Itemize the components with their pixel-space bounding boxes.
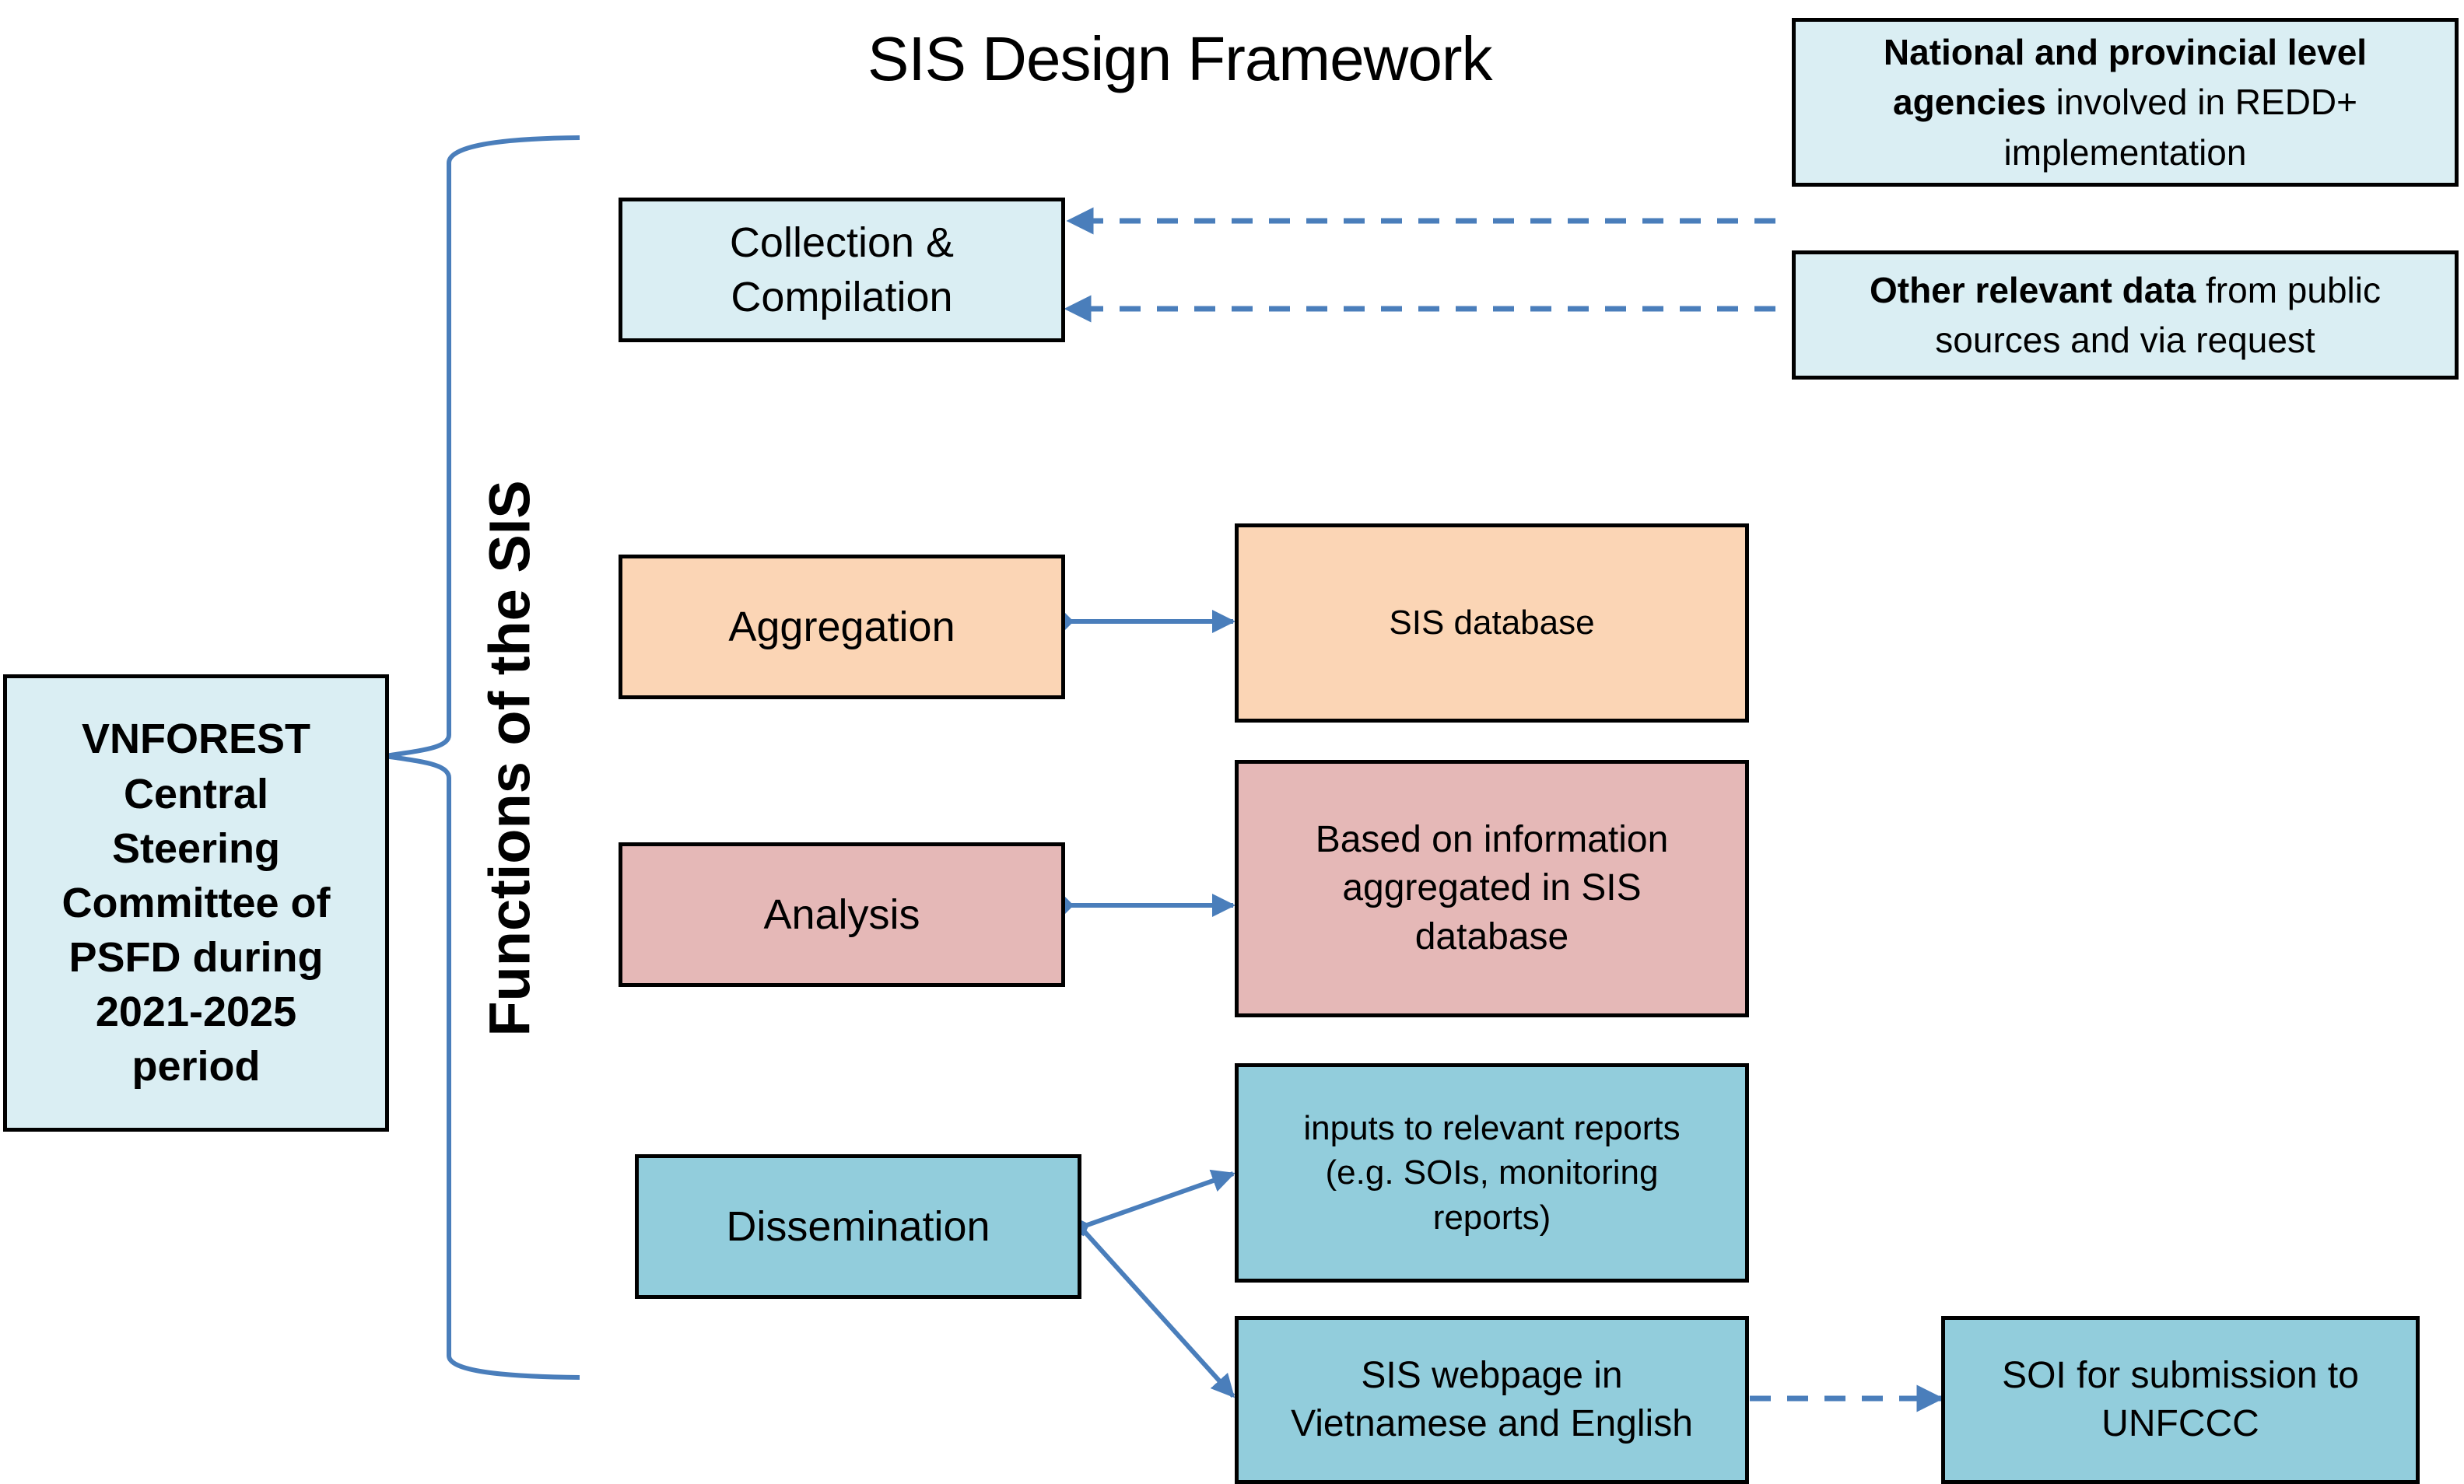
function-label: Dissemination xyxy=(726,1203,990,1250)
governance-box: VNFOREST Central Steering Committee of P… xyxy=(3,674,389,1132)
arrow-dissemination-to-reports xyxy=(1071,1169,1236,1237)
output-line: Based on information xyxy=(1315,818,1669,860)
function-dissemination-box: Dissemination xyxy=(635,1154,1081,1299)
governance-line: PSFD during xyxy=(68,934,324,982)
output-line: inputs to relevant reports xyxy=(1303,1109,1681,1148)
output-line: UNFCCC xyxy=(2101,1403,2259,1444)
output-line: reports) xyxy=(1432,1198,1551,1237)
output-line: Vietnamese and English xyxy=(1291,1403,1693,1444)
output-line: SOI for submission to xyxy=(2002,1354,2359,1396)
function-label: Analysis xyxy=(763,891,920,938)
governance-line: Steering xyxy=(111,824,281,872)
output-sis-database-box: SIS database xyxy=(1235,523,1749,723)
output-label: SIS database xyxy=(1389,604,1595,642)
output-soi-box: SOI for submission to UNFCCC xyxy=(1941,1316,2420,1484)
function-aggregation-box: Aggregation xyxy=(619,555,1065,699)
output-analysis-info-box: Based on information aggregated in SIS d… xyxy=(1235,760,1749,1017)
output-line: SIS webpage in xyxy=(1361,1354,1623,1396)
source-bold-text: National and provincial level agencies xyxy=(1883,31,2368,123)
function-label: Aggregation xyxy=(728,604,955,650)
output-line: database xyxy=(1414,915,1569,957)
governance-line: Committee of xyxy=(61,879,331,926)
source-text: involved in REDD+ implementation xyxy=(2003,82,2358,173)
function-label: Collection & xyxy=(729,219,955,266)
output-line: aggregated in SIS xyxy=(1342,867,1642,909)
function-analysis-box: Analysis xyxy=(619,842,1065,987)
diagram-title: SIS Design Framework xyxy=(867,24,1492,93)
source-text: from public sources and via request xyxy=(1935,269,2381,360)
arrow-dissemination-to-webpage xyxy=(1078,1225,1236,1398)
source-national-agencies-box: National and provincial level agencies i… xyxy=(1792,18,2459,187)
source-other-data-box: Other relevant data from public sources … xyxy=(1792,250,2459,380)
output-reports-box: inputs to relevant reports (e.g. SOIs, m… xyxy=(1235,1063,1749,1283)
output-line: (e.g. SOIs, monitoring xyxy=(1325,1153,1659,1192)
governance-line: 2021-2025 xyxy=(95,989,297,1036)
governance-line: Central xyxy=(123,770,269,817)
output-webpage-box: SIS webpage in Vietnamese and English xyxy=(1235,1316,1749,1484)
function-collection-box: Collection & Compilation xyxy=(619,198,1065,342)
source-bold-text: Other relevant data xyxy=(1869,269,2196,310)
function-label: Compilation xyxy=(731,274,953,320)
functions-vertical-label: Functions of the SIS xyxy=(477,480,542,1037)
governance-line: period xyxy=(131,1043,261,1090)
governance-line: VNFOREST xyxy=(81,716,310,763)
